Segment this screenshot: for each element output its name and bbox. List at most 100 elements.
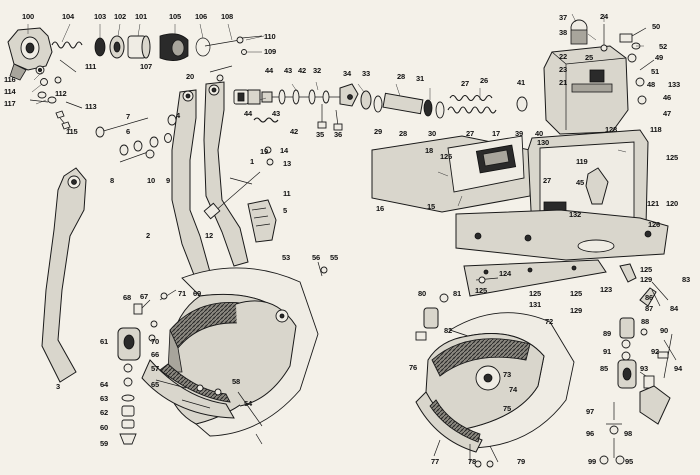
- callout-99: 99: [588, 457, 596, 466]
- callout-31: 31: [416, 74, 424, 83]
- callout-25: 25: [585, 53, 593, 62]
- callout-91: 91: [603, 347, 611, 356]
- callout-133: 133: [668, 80, 680, 89]
- callout-125-bracket: 125: [475, 286, 487, 295]
- left-brake-group: [117, 261, 328, 445]
- callout-125-mid2: 125: [570, 289, 582, 298]
- callout-68: 68: [123, 293, 131, 302]
- callout-58: 58: [232, 377, 240, 386]
- callout-15: 15: [427, 202, 435, 211]
- callout-88: 88: [641, 317, 649, 326]
- callout-8: 8: [110, 176, 114, 185]
- callout-86: 86: [645, 293, 653, 302]
- callout-78: 78: [468, 457, 476, 466]
- callout-1: 1: [250, 157, 254, 166]
- callout-34: 34: [343, 69, 351, 78]
- callout-3: 3: [56, 382, 60, 391]
- callout-38: 38: [559, 28, 567, 37]
- callout-129-low: 129: [570, 306, 582, 315]
- callout-42-mid: 42: [290, 127, 298, 136]
- callout-70: 70: [151, 337, 159, 346]
- callout-71: 71: [178, 289, 186, 298]
- callout-66: 66: [151, 350, 159, 359]
- callout-129-right: 129: [640, 275, 652, 284]
- callout-105: 105: [169, 12, 181, 21]
- callout-98: 98: [624, 429, 632, 438]
- callout-65: 65: [151, 380, 159, 389]
- callout-80: 80: [418, 289, 426, 298]
- callout-120: 120: [666, 199, 678, 208]
- callout-27-low: 27: [543, 176, 551, 185]
- callout-55: 55: [330, 253, 338, 262]
- callout-116: 116: [4, 75, 16, 84]
- callout-33: 33: [362, 69, 370, 78]
- callout-21: 21: [559, 78, 567, 87]
- callout-114: 114: [4, 87, 16, 96]
- callout-113: 113: [85, 102, 97, 111]
- callout-41: 41: [517, 78, 525, 87]
- callout-96: 96: [586, 429, 594, 438]
- callout-37: 37: [559, 13, 567, 22]
- callout-110: 110: [264, 32, 276, 41]
- callout-92: 92: [651, 347, 659, 356]
- callout-84: 84: [670, 304, 678, 313]
- callout-73: 73: [503, 370, 511, 379]
- callout-82: 82: [444, 326, 452, 335]
- callout-12: 12: [205, 231, 213, 240]
- callout-72: 72: [545, 317, 553, 326]
- callout-85: 85: [600, 364, 608, 373]
- callout-131: 131: [529, 300, 541, 309]
- callout-50: 50: [652, 22, 660, 31]
- callout-56: 56: [312, 253, 320, 262]
- callout-100: 100: [22, 12, 34, 21]
- callout-27-mid: 27: [466, 129, 474, 138]
- callout-17: 17: [492, 129, 500, 138]
- callout-106: 106: [195, 12, 207, 21]
- callout-44-top: 44: [265, 66, 273, 75]
- callout-125-side: 125: [666, 153, 678, 162]
- callout-61: 61: [100, 337, 108, 346]
- callout-29: 29: [374, 127, 382, 136]
- callout-67: 67: [140, 292, 148, 301]
- callout-20: 20: [186, 72, 194, 81]
- callout-119: 119: [576, 157, 588, 166]
- callout-95: 95: [625, 457, 633, 466]
- callout-94: 94: [674, 364, 682, 373]
- callout-7: 7: [126, 112, 130, 121]
- callout-28-top: 28: [397, 72, 405, 81]
- callout-104: 104: [62, 12, 74, 21]
- callout-53: 53: [282, 253, 290, 262]
- leader-lines: [27, 13, 644, 207]
- callout-97: 97: [586, 407, 594, 416]
- callout-40: 40: [535, 129, 543, 138]
- callout-125-box: 125: [440, 152, 452, 161]
- callout-35: 35: [316, 130, 324, 139]
- right-brake-group: [415, 263, 677, 468]
- callout-125-right1: 125: [640, 265, 652, 274]
- callout-111: 111: [85, 62, 97, 71]
- callout-74: 74: [509, 385, 517, 394]
- callout-6: 6: [126, 127, 130, 136]
- callout-75: 75: [503, 404, 511, 413]
- callout-16: 16: [376, 204, 384, 213]
- callout-121: 121: [647, 199, 659, 208]
- callout-10: 10: [147, 176, 155, 185]
- callout-36: 36: [334, 130, 342, 139]
- callout-102: 102: [114, 12, 126, 21]
- callout-22: 22: [559, 52, 567, 61]
- callout-123: 123: [600, 285, 612, 294]
- callout-130: 130: [537, 138, 549, 147]
- callout-48: 48: [647, 80, 655, 89]
- callout-51: 51: [651, 67, 659, 76]
- callout-30: 30: [428, 129, 436, 138]
- callout-63: 63: [100, 394, 108, 403]
- callout-125-mid1: 125: [529, 289, 541, 298]
- callout-79: 79: [517, 457, 525, 466]
- callout-89: 89: [603, 329, 611, 338]
- callout-54: 54: [244, 399, 252, 408]
- pedal-shaft-group: [209, 65, 528, 131]
- callout-81: 81: [453, 289, 461, 298]
- callout-49: 49: [655, 53, 663, 62]
